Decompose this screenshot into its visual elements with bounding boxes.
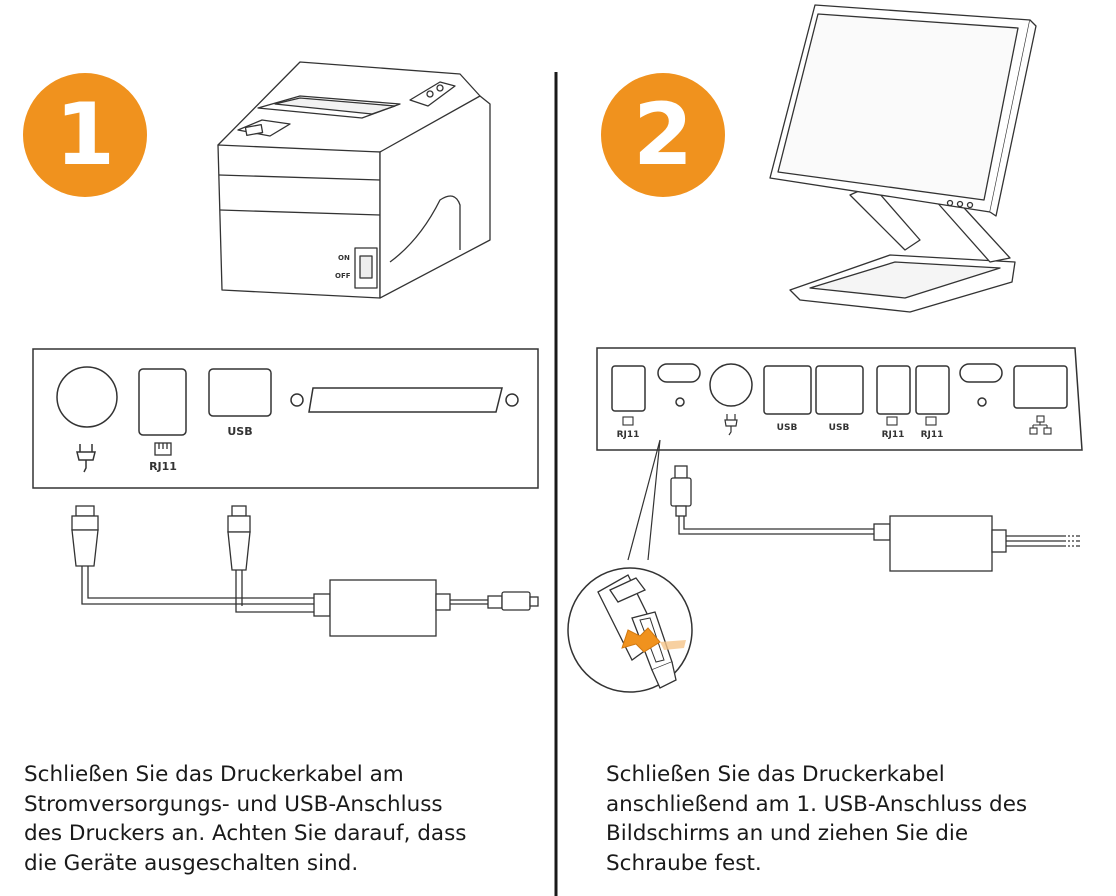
screw-arrow-icon [621,627,686,653]
port-label-rj11-b: RJ11 [882,430,905,440]
step-1-number: 1 [55,85,115,185]
printer-cable [71,505,539,637]
caption-line: Schließen Sie das Druckerkabel am [24,762,404,787]
monitor-cable [670,465,1080,572]
port-label-rj11-c: RJ11 [921,430,944,440]
caption-line: die Geräte ausgeschalten sind. [24,850,359,876]
switch-off-label: OFF [335,272,351,280]
step-2-caption: Schließen Sie das Druckerkabel anschließ… [606,760,1027,878]
caption-line: Bildschirms an und ziehen Sie die [606,821,969,846]
port-label-usb-b: USB [829,423,850,433]
rj11-label: RJ11 [149,460,177,473]
port-label-usb-a: USB [777,423,798,433]
power-plug-icon [724,414,738,436]
caption-line: Stromversorgungs- und USB-Anschluss [24,791,443,817]
rj11-icon [622,416,937,426]
caption-line: Schraube fest. [606,850,762,876]
printer-port-panel [32,348,539,489]
screw-detail-zoom [567,567,693,693]
step-1-caption: Schließen Sie das Druckerkabel am Stromv… [24,760,467,878]
pos-monitor [769,4,1037,313]
network-icon [1029,415,1052,435]
switch-on-label: ON [338,254,350,262]
power-plug-icon [76,444,96,473]
caption-line: Schließen Sie das Druckerkabel [606,762,945,787]
caption-line: des Druckers an. Achten Sie darauf, dass [24,821,467,846]
port-label-rj11-a: RJ11 [617,430,640,440]
caption-line: anschließend am 1. USB-Anschluss des [606,791,1028,817]
step-1-badge: 1 [23,73,147,197]
receipt-printer: ON OFF [217,61,491,299]
usb-label: USB [227,425,252,438]
rj11-icon [154,442,172,456]
step-2-number: 2 [633,85,693,185]
callout-lines [627,439,661,561]
step-2-badge: 2 [601,73,725,197]
monitor-port-panel [596,347,1083,451]
